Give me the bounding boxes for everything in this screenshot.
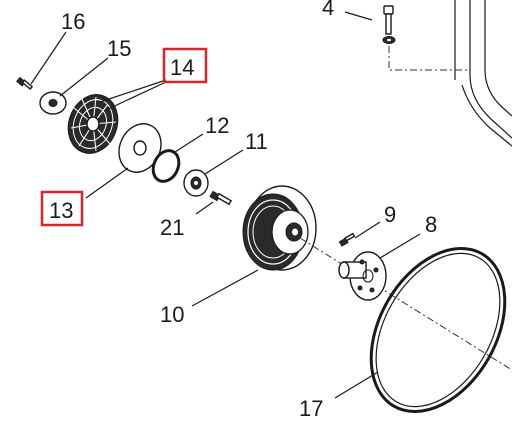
pulley-10 xyxy=(242,185,317,271)
label-16: 16 xyxy=(61,9,85,34)
label-4: 4 xyxy=(322,0,334,20)
leader-9 xyxy=(354,221,381,239)
leader-4 xyxy=(344,11,373,21)
oring-12 xyxy=(151,149,181,183)
label-11: 11 xyxy=(245,129,268,154)
bolt-9 xyxy=(338,232,356,247)
callout-box-13 xyxy=(40,190,84,227)
leader-21 xyxy=(195,201,214,215)
leader-13 xyxy=(85,167,129,199)
washer-15 xyxy=(39,91,67,115)
leader-15 xyxy=(59,57,109,97)
belt-17 xyxy=(369,246,507,414)
label-15: 15 xyxy=(107,36,131,61)
label-17: 17 xyxy=(299,396,323,421)
bolt-4 xyxy=(382,5,396,44)
axis-main xyxy=(299,237,512,371)
leader-12 xyxy=(174,133,204,153)
label-10: 10 xyxy=(160,302,184,327)
label-21: 21 xyxy=(160,215,184,240)
fan-14 xyxy=(67,94,119,154)
leader-10 xyxy=(191,269,259,307)
label-9: 9 xyxy=(384,202,396,227)
label-13: 13 xyxy=(49,198,73,223)
leader-11 xyxy=(204,149,244,175)
leader-17 xyxy=(334,371,379,399)
leader-8 xyxy=(379,233,421,259)
leader-16 xyxy=(30,31,67,85)
disc-13 xyxy=(118,123,162,173)
bolt-16 xyxy=(16,76,34,90)
leader-14a xyxy=(99,79,167,103)
label-12: 12 xyxy=(205,113,229,138)
hub-8 xyxy=(338,251,387,301)
label-8: 8 xyxy=(425,212,437,237)
frame-tube xyxy=(454,0,512,147)
axis-4 xyxy=(388,46,470,71)
bushing-11 xyxy=(183,169,209,197)
leader-14b xyxy=(105,81,167,111)
callout-box-14 xyxy=(162,47,208,84)
bolt-21 xyxy=(209,190,233,206)
label-14: 14 xyxy=(170,55,194,80)
